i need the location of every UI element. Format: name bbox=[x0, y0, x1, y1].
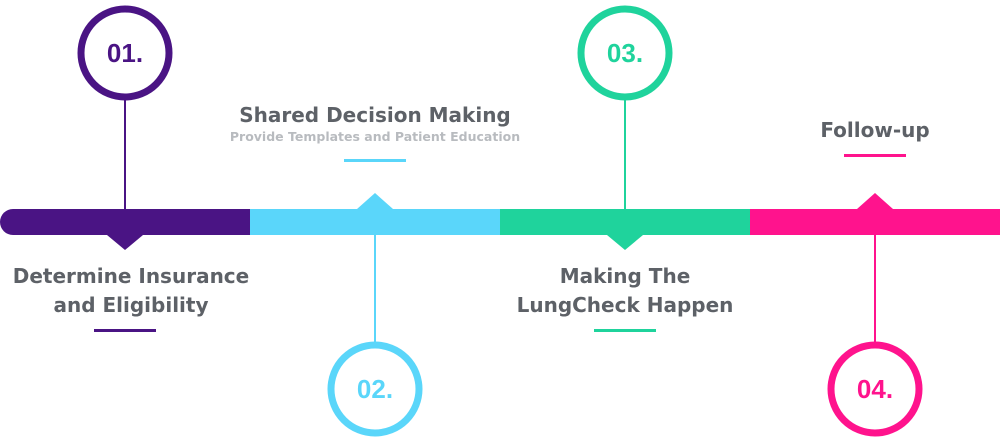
stage-title-2-line-1: Shared Decision Making bbox=[239, 103, 511, 127]
stage-title-4: Follow-up bbox=[750, 116, 1000, 145]
stage-title-3-line-2: LungCheck Happen bbox=[516, 293, 734, 317]
stage-title-2: Shared Decision Making bbox=[200, 101, 550, 130]
timeline-bar-stage-1 bbox=[0, 209, 250, 235]
underline-stage-3 bbox=[594, 329, 656, 332]
stage-number-4: 04. bbox=[857, 374, 893, 404]
number-circle-stage-1 bbox=[77, 5, 173, 101]
underline-stage-1 bbox=[94, 329, 156, 332]
pointer-stage-1 bbox=[107, 235, 143, 250]
timeline-bar-stage-4 bbox=[750, 209, 1000, 235]
stage-title-1-line-1: Determine Insurance bbox=[12, 264, 250, 288]
stage-title-3-line-1: Making The bbox=[559, 264, 691, 288]
stage-title-3: Making The LungCheck Happen bbox=[500, 262, 750, 320]
stage-title-1: Determine Insurance and Eligibility bbox=[0, 262, 262, 320]
stage-subtitle-2: Provide Templates and Patient Education bbox=[229, 129, 521, 144]
stage-title-1-line-2: and Eligibility bbox=[53, 293, 209, 317]
pointer-stage-2 bbox=[357, 193, 393, 209]
number-circle-stage-3 bbox=[577, 5, 673, 101]
underline-stage-2 bbox=[344, 159, 406, 162]
underline-stage-4 bbox=[844, 154, 906, 157]
number-circle-stage-4 bbox=[827, 341, 923, 437]
stage-title-4-line-1: Follow-up bbox=[820, 118, 930, 142]
number-circle-stage-2 bbox=[327, 341, 423, 437]
timeline-bar-stage-3 bbox=[500, 209, 750, 235]
stage-number-1: 01. bbox=[107, 38, 143, 68]
stage-number-2: 02. bbox=[357, 374, 393, 404]
timeline-bar-stage-2 bbox=[250, 209, 500, 235]
stage-number-3: 03. bbox=[607, 38, 643, 68]
pointer-stage-4 bbox=[857, 193, 893, 209]
pointer-stage-3 bbox=[607, 235, 643, 250]
